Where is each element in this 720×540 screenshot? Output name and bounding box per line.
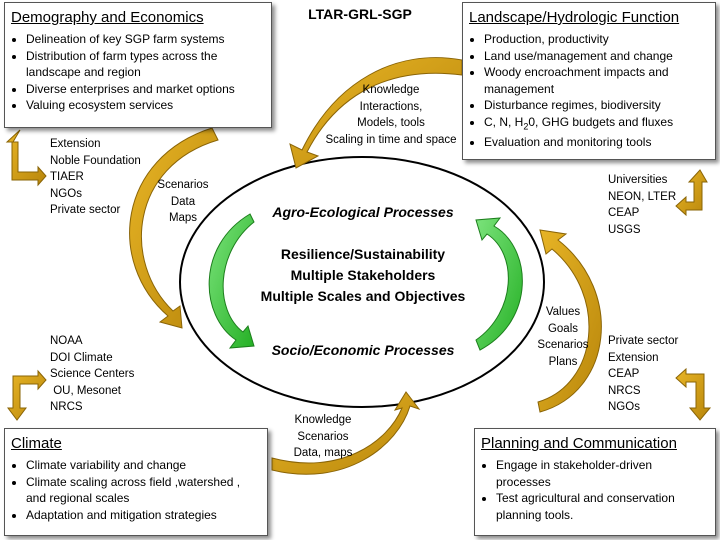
partner-label: NGOs xyxy=(50,187,82,200)
partners-top-right: Universities NEON, LTER CEAP USGS xyxy=(608,172,676,238)
list-item: Engage in stakeholder-driven processes xyxy=(496,457,709,490)
flow-label-line: Maps xyxy=(168,212,198,224)
center-line: Multiple Stakeholders xyxy=(290,267,436,283)
list-item: Valuing ecosystem services xyxy=(26,97,265,114)
box-landscape: Landscape/Hydrologic Function Production… xyxy=(462,2,716,160)
green-arrow-left xyxy=(208,213,255,349)
box-planning-title: Planning and Communication xyxy=(481,435,677,452)
list-item: Evaluation and monitoring tools xyxy=(484,134,709,151)
flow-label-line: Data xyxy=(170,195,196,208)
flow-label-line: Scaling in time and space xyxy=(325,133,457,146)
partner-arrow-bottom-right xyxy=(675,367,712,421)
partner-label: NGOs xyxy=(608,401,640,413)
list-item: Woody encroachment impacts and managemen… xyxy=(484,64,709,97)
partners-bottom-right: Private sector Extension CEAP NRCS NGOs xyxy=(608,333,678,416)
partner-label: CEAP xyxy=(608,368,640,380)
flow-label-line: Interactions, xyxy=(359,100,423,113)
partner-label: TIAER xyxy=(50,171,84,183)
list-item: Land use/management and change xyxy=(484,48,709,65)
flow-label-left: Scenarios Data Maps xyxy=(150,177,216,227)
flow-label-right: Values Goals Scenarios Plans xyxy=(528,304,598,370)
partner-label: NEON, LTER xyxy=(608,190,677,203)
partner-label: Noble Foundation xyxy=(50,154,141,167)
partners-top-left: Extension Noble Foundation TIAER NGOs Pr… xyxy=(50,136,141,219)
list-item: Distribution of farm types across the la… xyxy=(26,48,265,81)
partner-label: Private sector xyxy=(608,335,679,347)
list-item: Test agricultural and conservation plann… xyxy=(496,490,709,523)
flow-label-top: Knowledge Interactions, Models, tools Sc… xyxy=(318,82,464,148)
flow-label-line: Scenarios xyxy=(157,179,209,191)
partner-label: NRCS xyxy=(50,401,83,413)
list-item: Diverse enterprises and market options xyxy=(26,81,265,98)
center-line: Multiple Scales and Objectives xyxy=(260,288,466,304)
partner-arrow-top-right xyxy=(675,169,708,217)
box-demography-title: Demography and Economics xyxy=(11,9,204,26)
list-item: Disturbance regimes, biodiversity xyxy=(484,97,709,114)
flow-label-line: Values xyxy=(545,306,581,318)
list-item: Climate scaling across field ,watershed … xyxy=(26,474,261,507)
flow-label-line: Knowledge xyxy=(362,84,420,96)
flow-arrow-top xyxy=(289,57,463,169)
flow-label-line: Plans xyxy=(548,355,578,368)
list-item-text: 0, GHG budgets and fluxes xyxy=(528,114,674,129)
box-planning: Planning and Communication Engage in sta… xyxy=(474,428,716,536)
partner-label: CEAP xyxy=(608,207,640,219)
box-climate-title: Climate xyxy=(11,435,62,452)
partner-label: Science Centers xyxy=(50,368,135,380)
list-item: Production, productivity xyxy=(484,31,709,48)
partner-label: Extension xyxy=(608,351,659,364)
list-item: Climate variability and change xyxy=(26,457,261,474)
partner-label: NOAA xyxy=(50,335,83,347)
flow-arrow-right xyxy=(537,229,602,413)
list-item: C, N, H20, GHG budgets and fluxes xyxy=(484,114,709,135)
partner-arrow-bottom-left xyxy=(7,369,47,421)
partner-label: OU, Mesonet xyxy=(50,384,121,397)
subscript: 2 xyxy=(523,120,529,131)
box-landscape-title: Landscape/Hydrologic Function xyxy=(469,9,680,26)
partner-label: Universities xyxy=(608,174,668,186)
socio-economic-label: Socio/Economic Processes xyxy=(271,342,455,358)
flow-label-line: Data, maps xyxy=(293,447,353,459)
box-climate: Climate Climate variability and change C… xyxy=(4,428,268,536)
partners-bottom-left: NOAA DOI Climate Science Centers OU, Mes… xyxy=(50,333,134,416)
flow-label-line: Scenarios xyxy=(297,430,349,443)
partner-label: USGS xyxy=(608,223,641,236)
flow-label-line: Scenarios xyxy=(537,339,589,351)
agro-ecological-label: Agro-Ecological Processes xyxy=(272,204,454,220)
list-item: Adaptation and mitigation strategies xyxy=(26,507,261,524)
center-line: Resilience/Sustainability xyxy=(280,246,446,262)
partner-label: Extension xyxy=(50,138,101,150)
central-ellipse xyxy=(179,156,545,408)
flow-label-bottom: Knowledge Scenarios Data, maps xyxy=(280,412,366,462)
partner-arrow-top-left xyxy=(5,129,47,187)
center-lines: Resilience/Sustainability Multiple Stake… xyxy=(213,244,513,307)
flow-label-line: Knowledge xyxy=(294,414,352,426)
box-demography: Demography and Economics Delineation of … xyxy=(4,2,272,128)
flow-arrow-left xyxy=(129,127,219,329)
list-item-text: C, N, H xyxy=(484,114,524,129)
partner-label: Private sector xyxy=(50,204,121,216)
partner-label: NRCS xyxy=(608,384,641,397)
list-item: Delineation of key SGP farm systems xyxy=(26,31,265,48)
flow-label-line: Goals xyxy=(547,322,579,335)
diagram-title: LTAR-GRL-SGP xyxy=(308,6,412,22)
partner-label: DOI Climate xyxy=(50,351,113,364)
flow-arrow-bottom xyxy=(271,391,421,475)
green-arrow-right xyxy=(475,217,523,351)
flow-label-line: Models, tools xyxy=(357,117,425,129)
